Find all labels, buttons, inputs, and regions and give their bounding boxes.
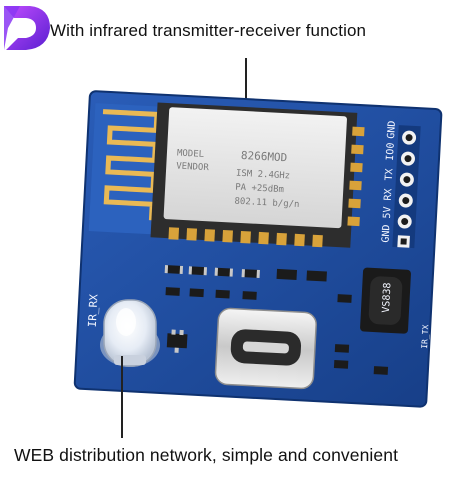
pin-label-5v: 5V <box>382 206 394 219</box>
module-spec3: 802.11 b/g/n <box>234 197 299 210</box>
pin-label-rx: RX <box>383 188 395 201</box>
receiver-label: VS838 <box>381 282 394 313</box>
module-model: MODEL <box>177 149 205 160</box>
top-caption: With infrared transmitter-receiver funct… <box>50 21 367 40</box>
ir-tx-label: IR_TX <box>420 324 430 349</box>
module-vendor: VENDOR <box>176 162 210 174</box>
ir-rx-label: IR_RX <box>86 294 101 328</box>
module-spec1: ISM 2.4GHz <box>236 169 291 182</box>
pin-label-gnd-bottom: GND <box>381 224 393 243</box>
pin-label-io0: IO0 <box>385 142 397 161</box>
module-label: MODEL VENDOR 8266MOD ISM 2.4GHz PA +25dB… <box>176 149 300 210</box>
brand-logo <box>4 6 50 50</box>
pin-label-tx: TX <box>384 168 396 181</box>
module-part: 8266MOD <box>241 149 288 164</box>
bottom-caption: WEB distribution network, simple and con… <box>14 445 399 465</box>
pin-label-gnd-top: GND <box>386 120 398 139</box>
module-spec2: PA +25dBm <box>235 183 284 196</box>
